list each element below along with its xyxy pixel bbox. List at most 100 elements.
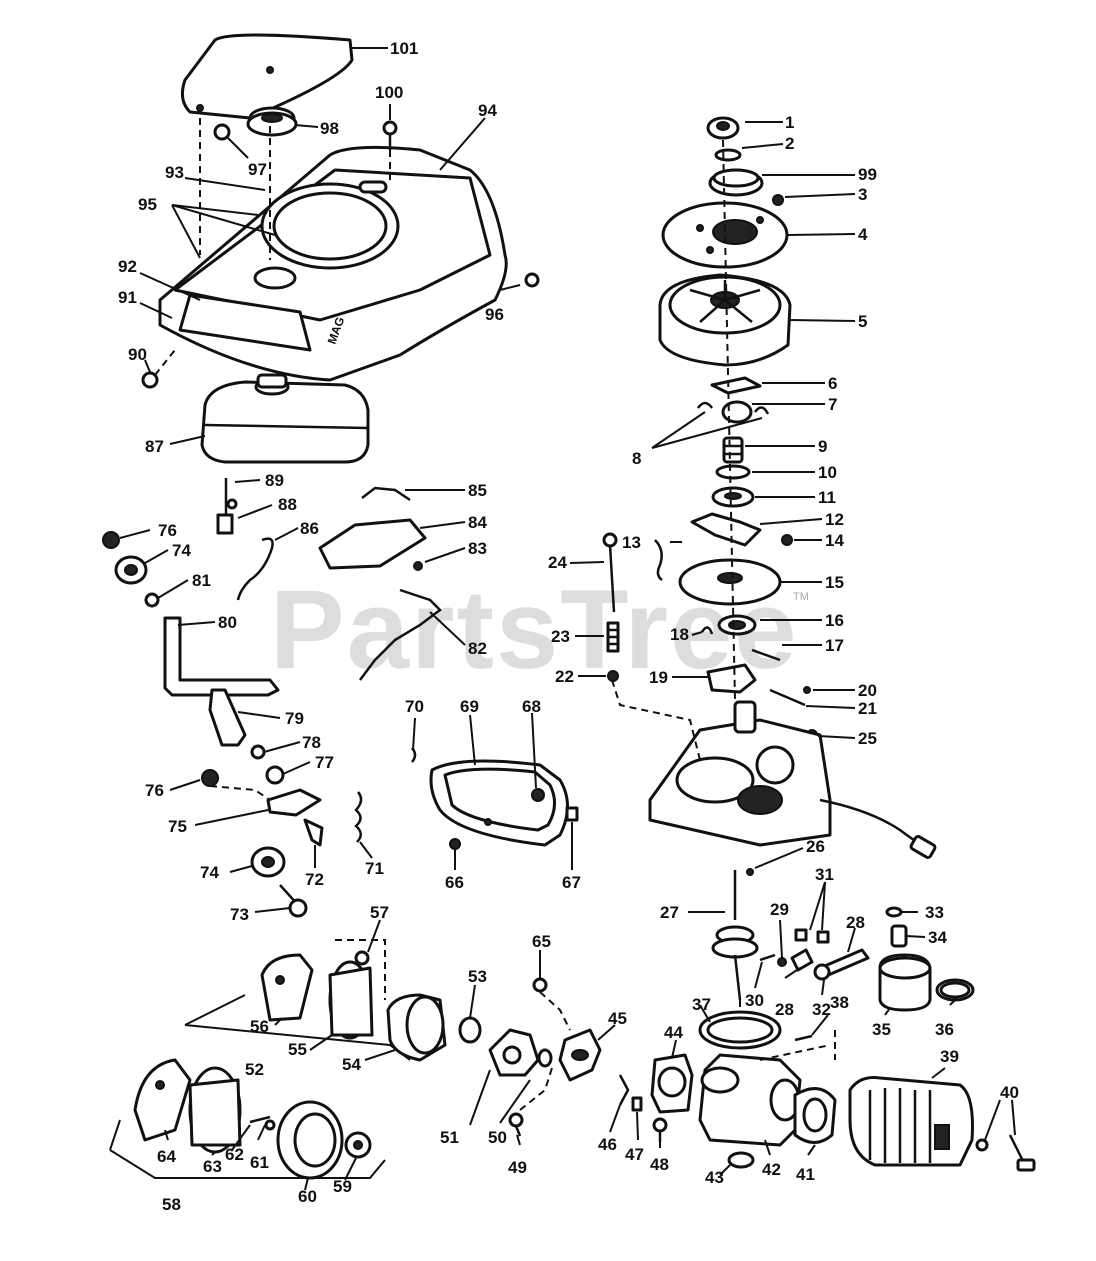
dog-8b [753,406,770,415]
gasket-44 [650,1053,694,1114]
callout-92: 92 [118,257,137,276]
nut-59 [344,1131,372,1159]
ball-22 [607,670,619,682]
gasket-53 [458,1016,482,1044]
callout-91: 91 [118,288,137,307]
blower-housing-cover: MAG [158,145,508,382]
bolt-24 [602,532,618,613]
bracket-58 [109,1119,386,1179]
callout-87: 87 [145,437,164,456]
callout-32: 32 [812,1000,831,1019]
bracket-52 [184,994,411,1061]
screw-30 [759,953,776,962]
callout-72: 72 [305,870,324,889]
callout-30: 30 [745,991,764,1010]
screw-90 [141,371,159,389]
callout-93: 93 [165,163,184,182]
callout-22: 22 [555,667,574,686]
callout-98: 98 [320,119,339,138]
callout-81: 81 [192,571,211,590]
spring-9 [722,436,744,464]
callout-51: 51 [440,1128,459,1147]
screw-62 [249,1115,271,1124]
callout-21: 21 [858,699,877,718]
callout-60: 60 [298,1187,317,1206]
callout-55: 55 [288,1040,307,1059]
callout-94: 94 [478,101,497,120]
fuel-line [236,537,274,601]
link-13 [654,539,663,582]
flywheel-5 [658,273,792,367]
callout-76a: 76 [158,521,177,540]
callout-37: 37 [692,995,711,1014]
callout-45: 45 [608,1009,627,1028]
callout-26: 26 [806,837,825,856]
callout-58: 58 [162,1195,181,1214]
pulley-15 [678,558,782,606]
callout-95: 95 [138,195,157,214]
callout-labels: 101 100 94 98 97 93 95 92 91 90 96 96 87… [118,39,1019,1214]
seal-43 [727,1151,755,1169]
spring-18 [700,626,714,635]
callout-76b: 76 [145,781,164,800]
callout-1: 1 [785,113,794,132]
key-26 [746,868,754,876]
callout-38: 38 [830,993,849,1012]
piston-35 [878,953,932,1012]
callout-75: 75 [168,817,187,836]
retainer-12 [690,512,762,547]
callout-86: 86 [300,519,319,538]
callout-2: 2 [785,134,794,153]
callout-15: 15 [825,573,844,592]
nut-1 [706,116,740,140]
callout-11: 11 [818,488,836,507]
screw-66 [449,838,461,850]
callout-12: 12 [825,510,844,529]
pin-38 [794,1034,813,1042]
callout-10: 10 [818,463,837,482]
callout-34: 34 [928,928,947,947]
washer-2 [714,148,742,162]
callout-28a: 28 [846,913,865,932]
liner-31a [794,928,808,942]
callout-29: 29 [770,900,789,919]
clip-33 [885,906,903,918]
callout-13: 13 [622,533,641,552]
callout-39: 39 [940,1047,959,1066]
nut-67 [565,806,579,822]
filter-55 [328,960,374,1040]
crankcase-cylinder-42 [698,1053,802,1147]
nut-76b [201,769,219,787]
spark-plug-40 [975,1134,1036,1172]
callout-33: 33 [925,903,944,922]
callout-43: 43 [705,1168,724,1187]
screw-49 [508,1112,524,1137]
callout-61: 61 [250,1153,269,1172]
crankcase [648,700,937,859]
gasket-41 [793,1087,837,1144]
callout-28b: 28 [775,1000,794,1019]
callout-85: 85 [468,481,487,500]
callout-90: 90 [128,345,147,364]
bracket-80 [163,616,280,697]
callout-42: 42 [762,1160,781,1179]
screw-96 [524,272,540,288]
shroud-cover [180,33,354,120]
clip-47 [631,1096,643,1112]
callout-79: 79 [285,709,304,728]
callout-74b: 74 [200,863,219,882]
callout-73: 73 [230,905,249,924]
callout-44: 44 [664,1023,683,1042]
callout-66: 66 [445,873,464,892]
pin-20 [803,686,811,694]
pin-21 [769,688,806,707]
callout-47: 47 [625,1145,644,1164]
callout-83: 83 [468,539,487,558]
callout-88: 88 [278,495,297,514]
fuel-shutoff-valve [216,478,238,535]
callout-70: 70 [405,697,424,716]
watermark-trademark: TM [793,591,809,603]
callout-67: 67 [562,873,581,892]
callout-78: 78 [302,733,321,752]
